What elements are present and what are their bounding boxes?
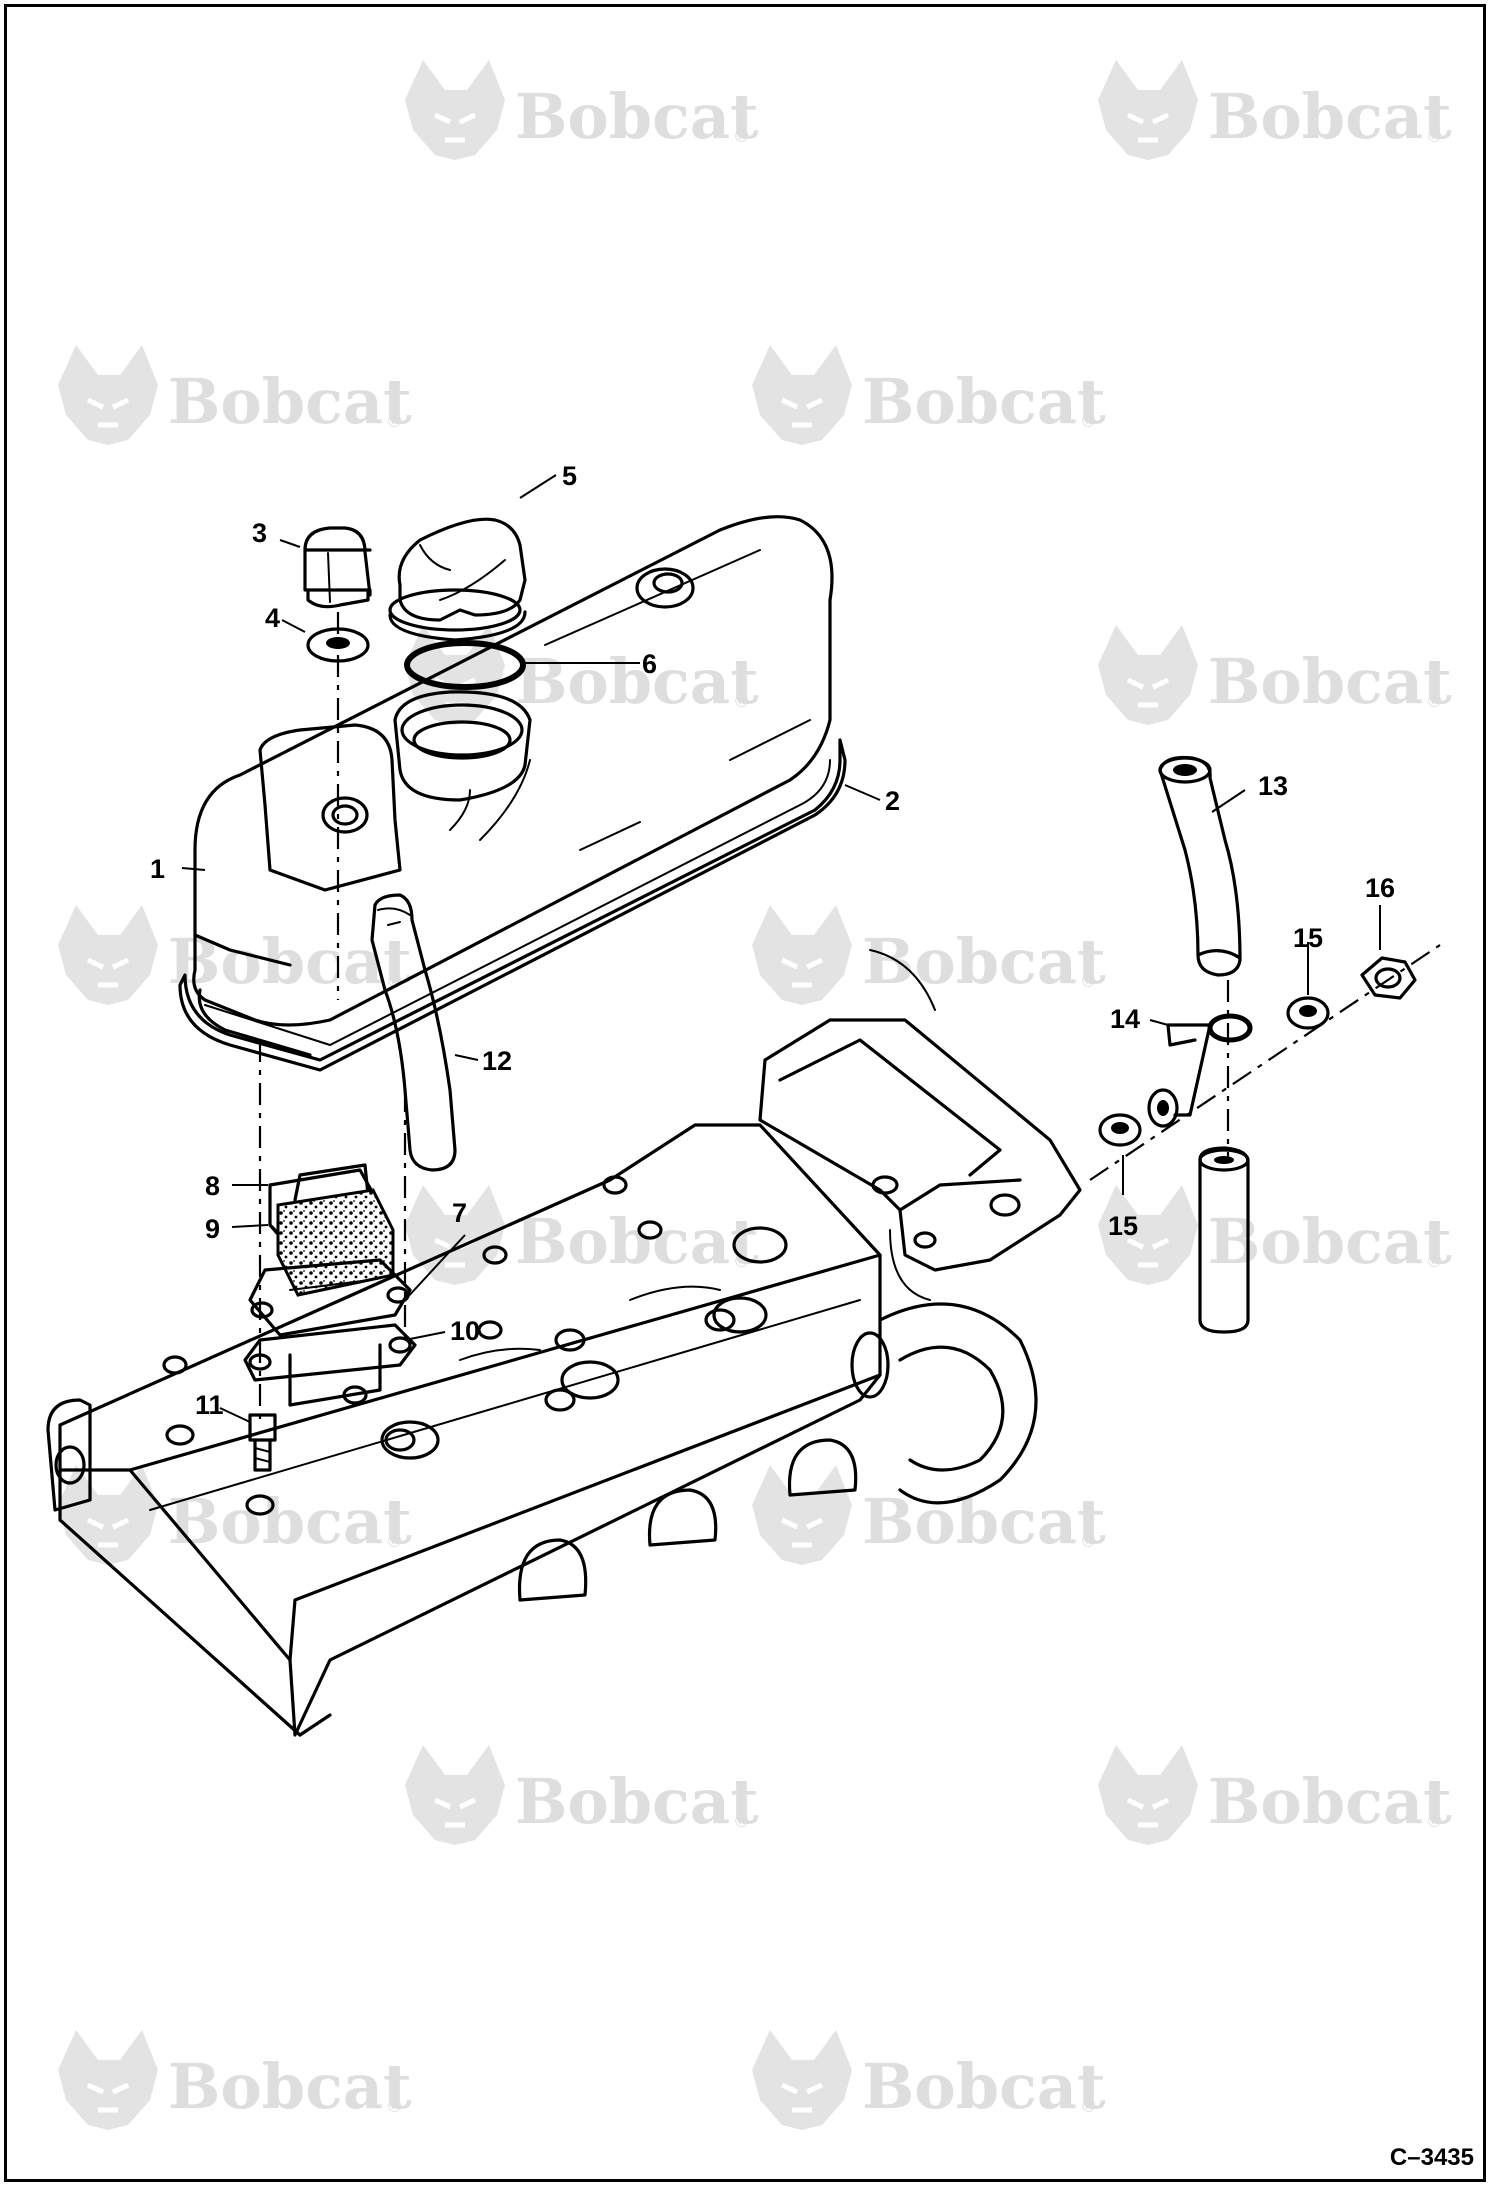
diagram-frame xyxy=(4,4,1486,2182)
leader-lines xyxy=(181,474,1381,1423)
watermark: Bobcat ® xyxy=(1098,1185,1452,1285)
o-ring xyxy=(404,640,526,690)
svg-text:®: ® xyxy=(1428,126,1441,146)
callout-12: 12 xyxy=(482,1046,512,1076)
watermark: Bobcat ® xyxy=(58,2030,412,2130)
cylinder-head xyxy=(46,949,1082,1737)
flat-washer-left xyxy=(1098,1113,1142,1147)
watermark: Bobcat ® xyxy=(752,1465,1106,1565)
svg-text:Bobcat: Bobcat xyxy=(862,365,1106,438)
filter-element xyxy=(276,1188,395,1297)
callout-8: 8 xyxy=(205,1171,220,1201)
flat-washer-right xyxy=(1286,996,1330,1030)
svg-text:Bobcat: Bobcat xyxy=(862,1485,1106,1558)
watermark: Bobcat ® xyxy=(58,345,412,445)
svg-text:®: ® xyxy=(1082,971,1095,991)
svg-text:Bobcat: Bobcat xyxy=(862,2050,1106,2123)
svg-text:Bobcat: Bobcat xyxy=(168,1485,412,1558)
svg-text:Bobcat: Bobcat xyxy=(515,1765,759,1838)
hose-clip xyxy=(1166,1013,1253,1117)
svg-text:Bobcat: Bobcat xyxy=(168,2050,412,2123)
svg-text:®: ® xyxy=(1428,1251,1441,1271)
watermark: Bobcat ® xyxy=(752,905,1106,1005)
svg-text:®: ® xyxy=(735,126,748,146)
watermark: Bobcat ® xyxy=(1098,1745,1452,1845)
callout-5: 5 xyxy=(562,461,577,491)
svg-text:Bobcat: Bobcat xyxy=(862,925,1106,998)
svg-text:®: ® xyxy=(1428,1811,1441,1831)
svg-text:®: ® xyxy=(735,691,748,711)
callout-4: 4 xyxy=(265,603,280,633)
breather-plate xyxy=(248,1258,412,1337)
lower-hose xyxy=(1198,1146,1250,1334)
svg-text:Bobcat: Bobcat xyxy=(168,925,412,998)
cap-nut xyxy=(303,526,372,609)
upper-hose xyxy=(1158,755,1242,977)
callout-9: 9 xyxy=(205,1214,220,1244)
callout-7: 7 xyxy=(452,1198,467,1228)
svg-text:®: ® xyxy=(388,411,401,431)
breather-gasket xyxy=(243,1323,417,1407)
valve-cover xyxy=(178,515,847,1072)
svg-text:Bobcat: Bobcat xyxy=(168,365,412,438)
watermark: Bobcat ® xyxy=(58,905,412,1005)
watermark: Bobcat ® xyxy=(405,625,759,725)
watermark: Bobcat ® xyxy=(58,1465,412,1565)
svg-text:®: ® xyxy=(388,1531,401,1551)
svg-text:®: ® xyxy=(1082,1531,1095,1551)
spacer-washer xyxy=(1147,1088,1179,1128)
callout-11: 11 xyxy=(195,1390,224,1420)
callout-1: 1 xyxy=(150,854,165,884)
callout-3: 3 xyxy=(252,518,267,548)
svg-text:Bobcat: Bobcat xyxy=(515,80,759,153)
callout-13: 13 xyxy=(1258,771,1288,801)
callout-14: 14 xyxy=(1110,1004,1140,1034)
callout-labels: 1 2 3 4 5 6 7 8 9 10 11 12 13 14 15 15 1… xyxy=(150,461,1395,1420)
callout-15-left: 15 xyxy=(1108,1211,1138,1241)
watermark: Bobcat ® xyxy=(752,345,1106,445)
watermark: Bobcat ® xyxy=(405,60,759,160)
watermark: Bobcat ® xyxy=(405,1185,759,1285)
hex-nut xyxy=(1360,956,1417,1000)
watermark: Bobcat ® xyxy=(1098,60,1452,160)
watermark: Bobcat ® xyxy=(752,2030,1106,2130)
svg-text:®: ® xyxy=(388,2096,401,2116)
svg-text:®: ® xyxy=(735,1811,748,1831)
svg-text:Bobcat: Bobcat xyxy=(1208,645,1452,718)
svg-text:Bobcat: Bobcat xyxy=(515,1205,759,1278)
bolt xyxy=(248,1413,277,1472)
oil-fill-cap xyxy=(388,517,527,642)
drawing-reference-number: C–3435 xyxy=(1389,2144,1474,2171)
breather-tube xyxy=(370,893,457,1172)
svg-text:®: ® xyxy=(1082,411,1095,431)
watermark: Bobcat ® xyxy=(405,1745,759,1845)
svg-text:Bobcat: Bobcat xyxy=(515,645,759,718)
svg-text:Bobcat: Bobcat xyxy=(1208,1205,1452,1278)
callout-16: 16 xyxy=(1365,873,1395,903)
svg-text:Bobcat: Bobcat xyxy=(1208,1765,1452,1838)
watermark: Bobcat ® xyxy=(1098,625,1452,725)
svg-text:®: ® xyxy=(1082,2096,1095,2116)
callout-6: 6 xyxy=(642,649,657,679)
watermark-layer: Bobcat ® Bobcat ® Bobcat ® Bobcat ® Bobc… xyxy=(58,60,1452,2130)
callout-10: 10 xyxy=(450,1316,480,1346)
callout-15-right: 15 xyxy=(1293,923,1323,953)
svg-text:Bobcat: Bobcat xyxy=(1208,80,1452,153)
callout-2: 2 xyxy=(885,786,900,816)
svg-text:®: ® xyxy=(1428,691,1441,711)
